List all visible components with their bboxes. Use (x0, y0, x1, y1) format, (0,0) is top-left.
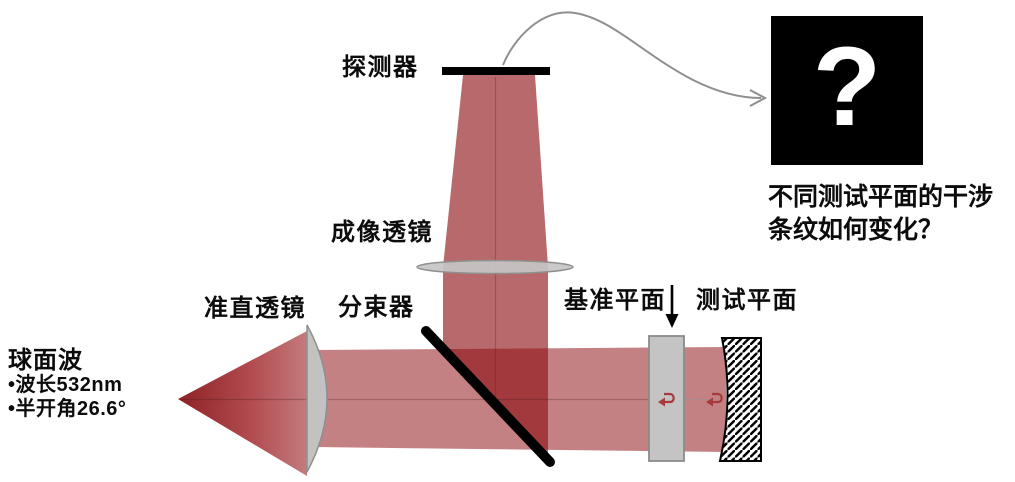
question-caption-line2: 条纹如何变化？ (768, 217, 944, 244)
test-surface-hatch (718, 337, 762, 462)
question-caption-line1: 不同测试平面的干涉 (768, 184, 994, 211)
reference-flat (648, 335, 685, 462)
imaging-lens (416, 259, 574, 275)
imaging-lens-label: 成像透镜 (331, 220, 433, 246)
gap-pointer-arrow-icon (665, 285, 679, 328)
source-annotation: 球面波 •波长532nm •半开角26.6° (8, 348, 126, 421)
reference-plane-label: 基准平面 (564, 288, 666, 314)
source-wavelength-bullet: •波长532nm (8, 374, 123, 396)
source-title: 球面波 (8, 348, 83, 374)
detector-label: 探测器 (342, 55, 419, 81)
unknown-fringe-image-box: ? (771, 16, 923, 165)
source-cone-beam (178, 331, 307, 476)
test-plane-label: 测试平面 (696, 288, 798, 314)
reference-reflection-icon (658, 392, 675, 407)
question-caption: 不同测试平面的干涉 条纹如何变化？ (768, 181, 1014, 247)
detector-bar (442, 67, 550, 75)
detector-to-question-connector (502, 11, 768, 107)
question-mark-icon: ? (812, 23, 882, 149)
collimating-lens (306, 324, 328, 473)
beam-splitter-plate (421, 326, 555, 467)
source-half-angle-bullet: •半开角26.6° (8, 397, 127, 420)
collimating-lens-label: 准直透镜 (204, 296, 306, 322)
beam-splitter-label: 分束器 (338, 295, 415, 321)
test-reflection-icon (706, 392, 723, 407)
